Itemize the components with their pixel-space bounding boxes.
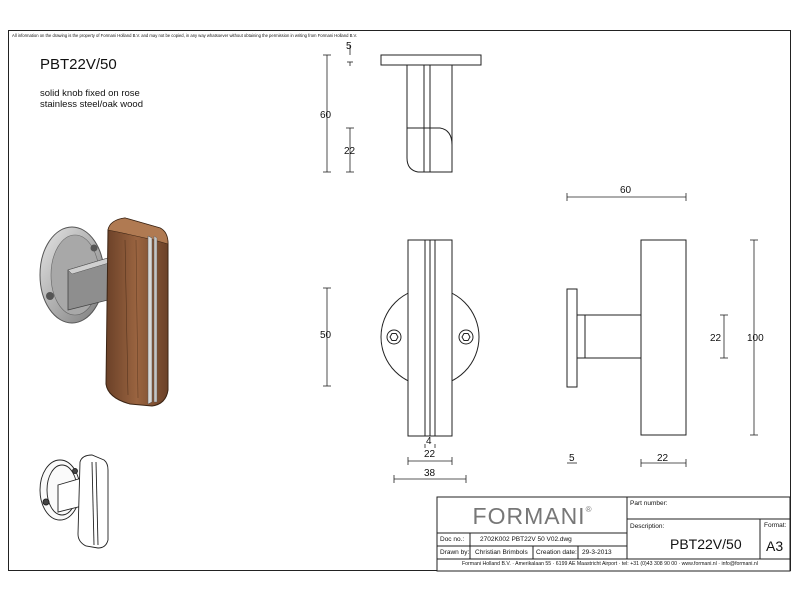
doc-no-value: 2702K002 PBT22V 50 V02.dwg	[480, 536, 572, 543]
format-value: A3	[766, 538, 784, 554]
dim-neck-height: 22	[710, 333, 722, 344]
dim-rose-thickness-top: 5	[346, 41, 352, 52]
title-block-grid	[436, 496, 791, 572]
render-color-3d	[39, 217, 169, 407]
dim-inlay-width: 4	[426, 436, 432, 447]
side-view	[566, 239, 687, 436]
product-description: solid knob fixed on rose stainless steel…	[40, 88, 143, 110]
description-label: Description:	[630, 523, 665, 530]
description-value: PBT22V/50	[670, 536, 742, 552]
product-code: PBT22V/50	[40, 56, 117, 73]
description-line-1: solid knob fixed on rose	[40, 88, 140, 99]
description-line-2: stainless steel/oak wood	[40, 99, 143, 110]
dim-knob-depth-side: 22	[657, 453, 669, 464]
drawn-by-value: Christian Brimbols	[475, 549, 528, 556]
drawn-by-label: Drawn by:	[440, 549, 470, 556]
render-line-3d	[39, 454, 109, 549]
top-view	[380, 54, 482, 173]
dim-total-height-side: 60	[320, 110, 332, 121]
format-label: Format:	[764, 522, 787, 529]
dim-side-view	[566, 193, 758, 467]
dim-knob-width-front: 22	[424, 449, 436, 460]
creation-date-value: 29-3-2013	[582, 549, 612, 556]
copyright-notice: All information on the drawing is the pr…	[12, 33, 358, 38]
part-number-label: Part number:	[630, 500, 668, 507]
dim-rose-height-front: 50	[320, 330, 332, 341]
creation-date-label: Creation date:	[536, 549, 577, 556]
dim-front-view	[323, 287, 467, 483]
drawing-sheet-border	[8, 30, 791, 571]
dim-rose-diameter: 38	[424, 468, 436, 479]
dim-knob-height: 100	[747, 333, 764, 344]
front-view	[380, 239, 480, 437]
dim-top-view	[323, 45, 354, 173]
dim-rose-thickness-side: 5	[569, 453, 575, 464]
doc-no-label: Doc no.:	[440, 536, 465, 543]
brand-logo: FORMANI®	[472, 503, 593, 529]
dim-knob-width-side: 22	[344, 146, 356, 157]
dim-total-width: 60	[620, 185, 632, 196]
company-footer: Formani Holland B.V. · Amerikalaan 55 · …	[462, 561, 758, 567]
